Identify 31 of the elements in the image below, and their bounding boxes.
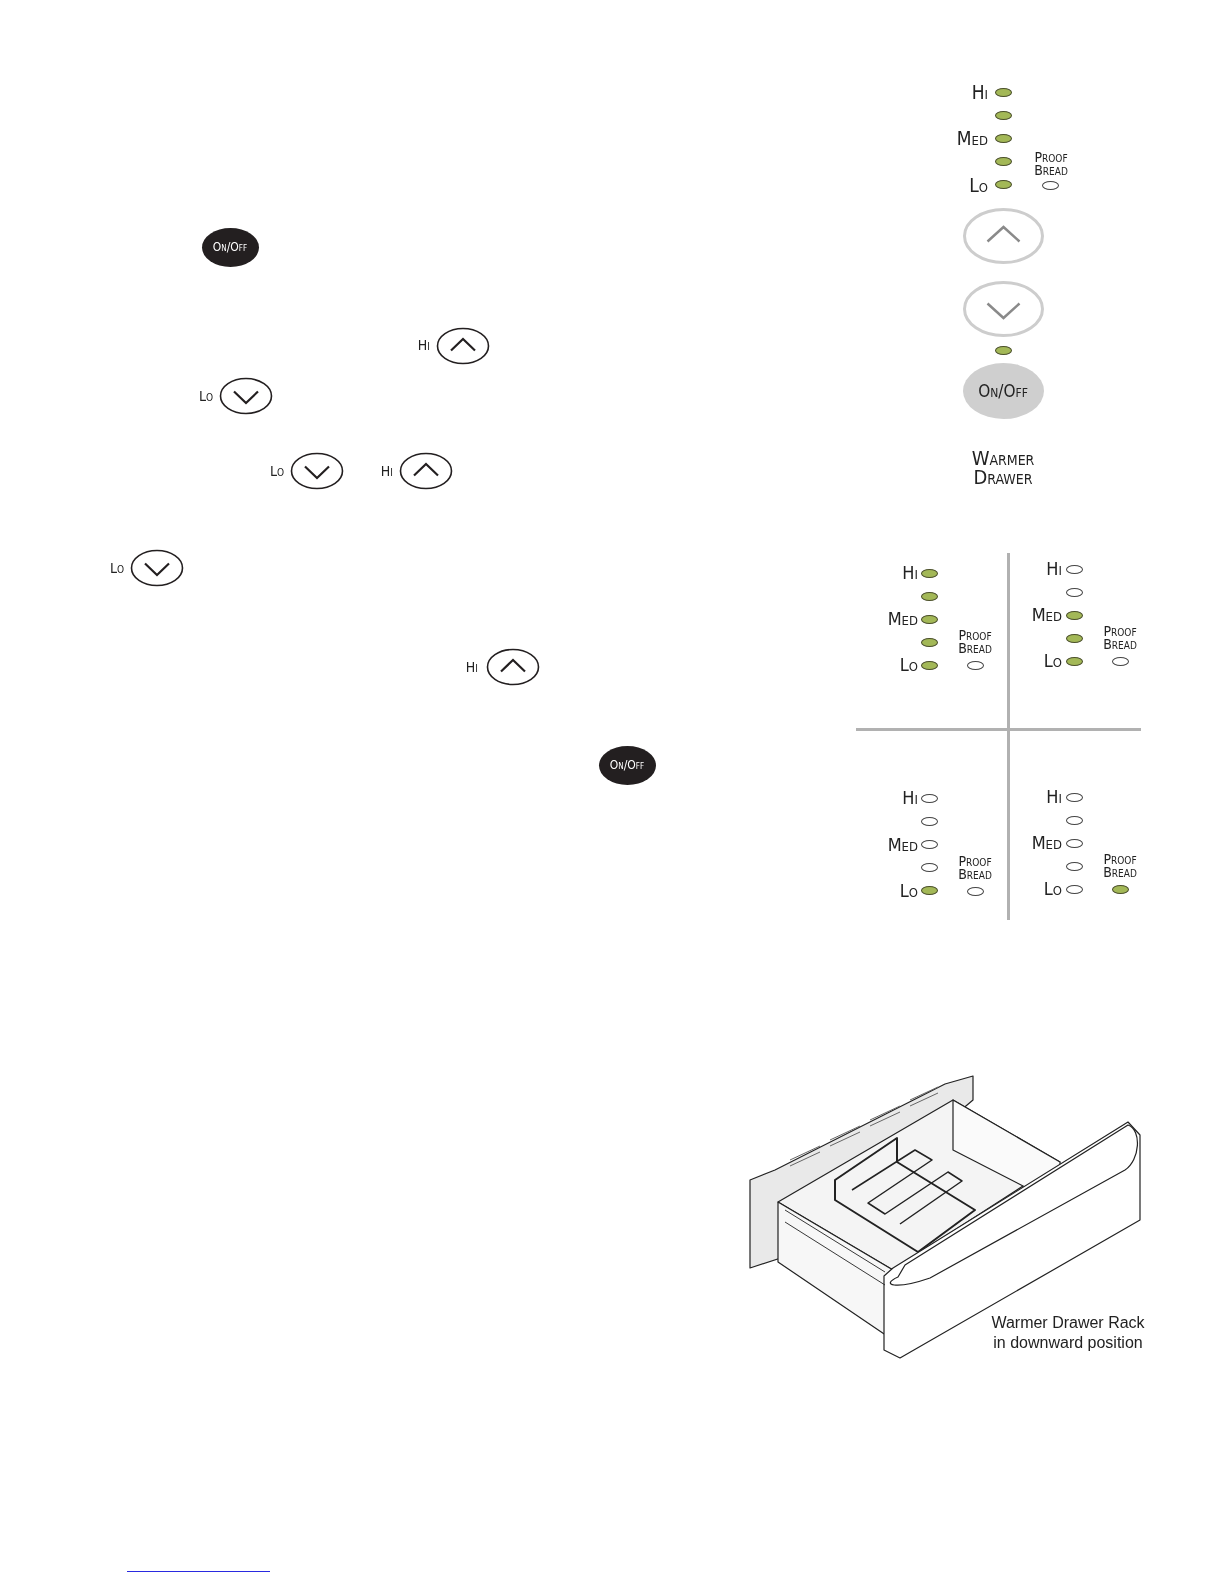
mode-label: Proof Bread [958, 628, 992, 656]
on-off-button: On/Off [201, 227, 259, 267]
setting-label: Hi [902, 564, 918, 582]
setting-label: Hi [380, 464, 393, 478]
setting-label: Lo [899, 882, 918, 900]
setting-label: Hi [465, 660, 478, 674]
setting-label: Lo [1043, 880, 1062, 898]
setting-label: Lo [269, 464, 284, 478]
setting-label: Lo [198, 389, 213, 403]
setting-label: Lo [109, 561, 124, 575]
setting-label: Med [887, 610, 918, 628]
setting-label: Med [1031, 606, 1062, 624]
setting-label: Hi [1046, 788, 1062, 806]
figure-caption: Warmer Drawer Rack in downward position [990, 1313, 1146, 1353]
setting-label: Lo [969, 175, 988, 195]
on-off-button: On/Off [598, 745, 656, 785]
setting-label: Lo [899, 656, 918, 674]
mode-label: Proof Bread [1103, 852, 1137, 880]
setting-label: Hi [417, 338, 430, 352]
mode-label: Proof Bread [1034, 150, 1068, 178]
setting-label: Hi [971, 82, 988, 102]
setting-label: Lo [1043, 652, 1062, 670]
setting-label: Hi [902, 789, 918, 807]
mode-label: Proof Bread [1103, 624, 1137, 652]
setting-label: Med [1031, 834, 1062, 852]
setting-label: Hi [1046, 560, 1062, 578]
panel-title: Warmer Drawer [971, 449, 1035, 487]
mode-label: Proof Bread [958, 854, 992, 882]
on-off-button: On/Off [962, 363, 1044, 419]
setting-label: Med [956, 128, 988, 148]
setting-label: Med [887, 836, 918, 854]
